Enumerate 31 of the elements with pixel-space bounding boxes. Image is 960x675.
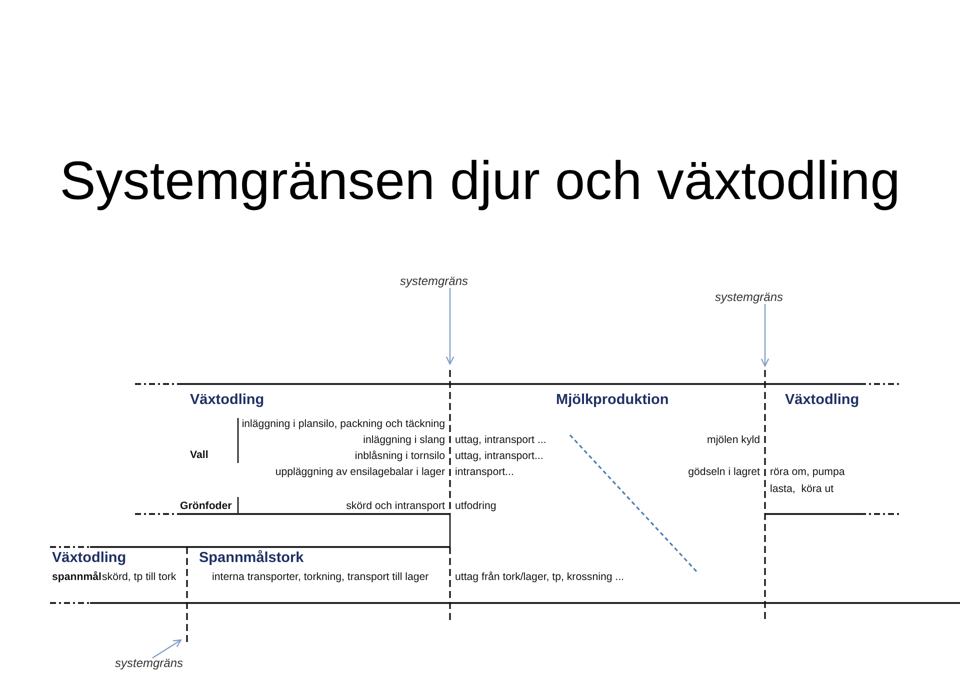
- step-text: lasta, köra ut: [770, 482, 834, 496]
- section-heading: Växtodling: [190, 393, 264, 407]
- step-text: skörd och intransport: [346, 499, 445, 513]
- arrow: [446, 288, 454, 365]
- step-text: utfodring: [455, 499, 496, 513]
- boundary-label: systemgräns: [715, 290, 784, 304]
- boundary-label: systemgräns: [400, 274, 468, 288]
- section-heading: Mjölkproduktion: [556, 393, 669, 407]
- arrow: [152, 639, 182, 658]
- title: Systemgränsen djur och växtodling: [58, 150, 902, 212]
- step-text: gödseln i lagret: [688, 465, 760, 479]
- section-heading: Växtodling: [785, 393, 860, 407]
- step-text: mjölen kyld: [707, 433, 760, 447]
- step-text: skörd, tp till tork: [102, 570, 176, 584]
- step-text: interna transporter, torkning, transport till lager: [212, 570, 429, 584]
- section-heading: Spannmålstork: [199, 551, 304, 565]
- step-text: inläggning i slang: [363, 433, 445, 447]
- step-text: uttag, intransport...: [455, 449, 544, 463]
- crop-label: Grönfoder: [180, 499, 232, 513]
- step-text: inläggning i plansilo, packning och täckning: [242, 417, 445, 431]
- crop-label: Vall: [190, 448, 208, 462]
- step-text: inblåsning i tornsilo: [354, 449, 445, 463]
- arrow: [760, 304, 770, 367]
- step-text: röra om, pumpa: [770, 465, 845, 479]
- step-text: uppläggning av ensilagebalar i lager: [275, 465, 445, 479]
- step-text: uttag från tork/lager, tp, krossning ...: [455, 570, 624, 584]
- step-text: uttag, intransport ...: [455, 433, 546, 447]
- crop-label: spannmål: [52, 570, 102, 584]
- boundary-label: systemgräns: [115, 656, 184, 670]
- section-heading: Växtodling: [52, 551, 126, 565]
- step-text: intransport...: [455, 465, 514, 479]
